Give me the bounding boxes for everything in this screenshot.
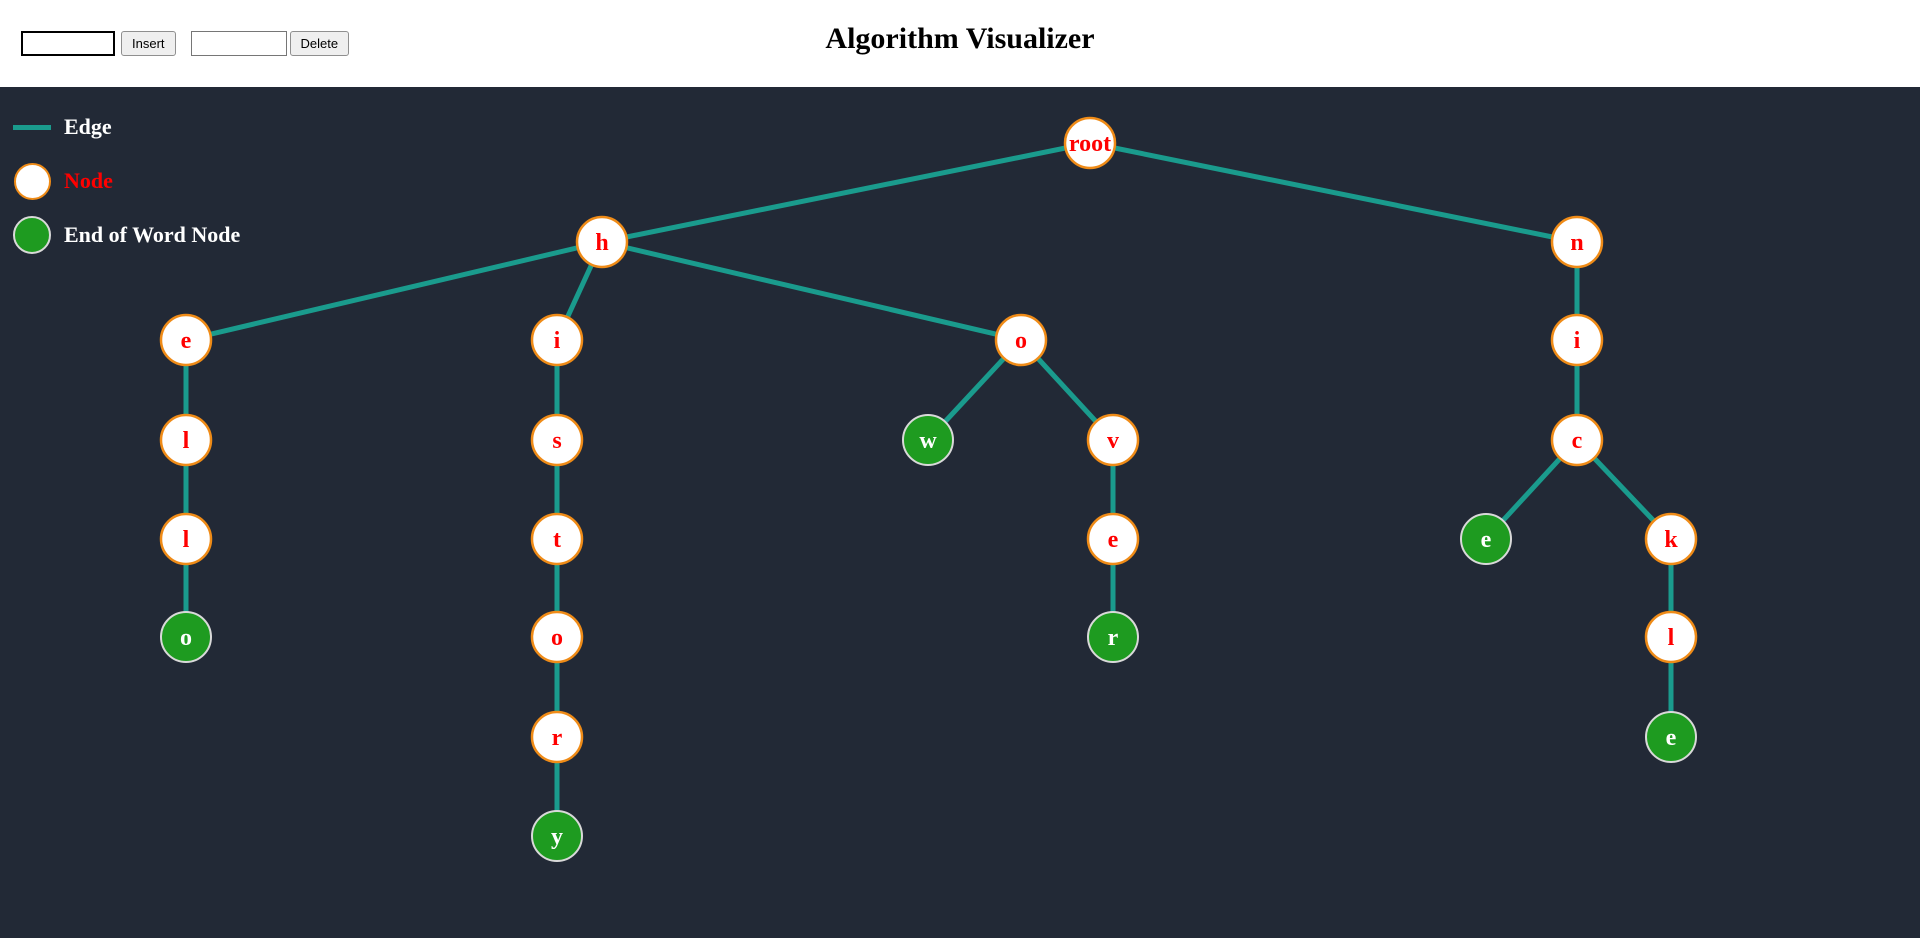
svg-text:e: e (181, 328, 192, 354)
trie-node-e1: e (159, 313, 213, 367)
svg-text:v: v (1107, 428, 1119, 454)
svg-text:r: r (1108, 625, 1119, 651)
trie-node-l3: l (1644, 610, 1698, 664)
trie-node-l1: l (159, 413, 213, 467)
svg-text:e: e (1108, 527, 1119, 553)
insert-button[interactable]: Insert (121, 31, 176, 56)
trie-node-i2: i (1550, 313, 1604, 367)
delete-button[interactable]: Delete (289, 31, 350, 56)
trie-svg: root h n e i o i l s w v c l t e e k o o r l r e y (159, 116, 1698, 862)
svg-text:l: l (183, 527, 190, 553)
trie-node-h: h (575, 215, 629, 269)
trie-node-w1: w (902, 414, 954, 466)
legend-item-node: Node (12, 154, 240, 208)
trie-node-s1: s (530, 413, 584, 467)
insert-input[interactable] (21, 31, 115, 56)
delete-input[interactable] (190, 31, 287, 56)
svg-text:o: o (1015, 328, 1027, 354)
trie-edge-h-o1 (601, 239, 1022, 343)
legend-edge-label: Edge (64, 114, 112, 139)
svg-text:s: s (552, 428, 561, 454)
svg-text:e: e (1666, 725, 1677, 751)
trie-node-o1: o (994, 313, 1048, 367)
trie-controls: Insert Delete (21, 31, 350, 56)
trie-node-e2: e (1086, 512, 1140, 566)
svg-text:e: e (1481, 527, 1492, 553)
end-of-word-node-circle-icon (12, 216, 52, 254)
svg-text:root: root (1069, 131, 1111, 157)
legend-node-label: Node (64, 168, 113, 193)
trie-node-v1: v (1086, 413, 1140, 467)
node-circle-icon (12, 162, 52, 200)
svg-text:l: l (183, 428, 190, 454)
edge-line-icon (12, 124, 52, 130)
svg-text:h: h (595, 230, 608, 256)
legend-item-edge: Edge (12, 100, 240, 154)
svg-text:n: n (1570, 230, 1583, 256)
legend-item-end-of-word-node: End of Word Node (12, 208, 240, 262)
legend-end-of-word-node-label: End of Word Node (64, 222, 241, 247)
trie-node-r2: r (1087, 611, 1139, 663)
trie-edge-root-n (1089, 140, 1578, 245)
svg-text:t: t (553, 527, 561, 553)
trie-node-r1: r (530, 710, 584, 764)
page-title: Algorithm Visualizer (825, 22, 1095, 55)
trie-node-n: n (1550, 215, 1604, 269)
trie-node-i1: i (530, 313, 584, 367)
svg-text:o: o (551, 625, 563, 651)
header-bar: Insert Delete Algorithm Visualizer (0, 0, 1920, 87)
svg-text:i: i (554, 328, 561, 354)
svg-text:l: l (1668, 625, 1675, 651)
legend: Edge Node End of Word Node (12, 100, 240, 262)
trie-node-c1: c (1550, 413, 1604, 467)
trie-edge-h-e1 (185, 239, 603, 343)
trie-node-root: root (1063, 116, 1117, 170)
trie-node-k1: k (1644, 512, 1698, 566)
svg-text:i: i (1574, 328, 1581, 354)
svg-text:w: w (919, 428, 937, 454)
trie-node-o3: o (530, 610, 584, 664)
trie-node-l2: l (159, 512, 213, 566)
svg-text:c: c (1572, 428, 1583, 454)
svg-text:r: r (552, 725, 563, 751)
svg-text:o: o (180, 625, 192, 651)
trie-node-e3: e (1460, 513, 1512, 565)
trie-node-t1: t (530, 512, 584, 566)
trie-node-o2: o (160, 611, 212, 663)
trie-edge-root-h (601, 140, 1091, 245)
svg-text:k: k (1664, 527, 1678, 553)
svg-text:y: y (551, 824, 563, 850)
trie-node-e4: e (1645, 711, 1697, 763)
trie-node-y1: y (531, 810, 583, 862)
